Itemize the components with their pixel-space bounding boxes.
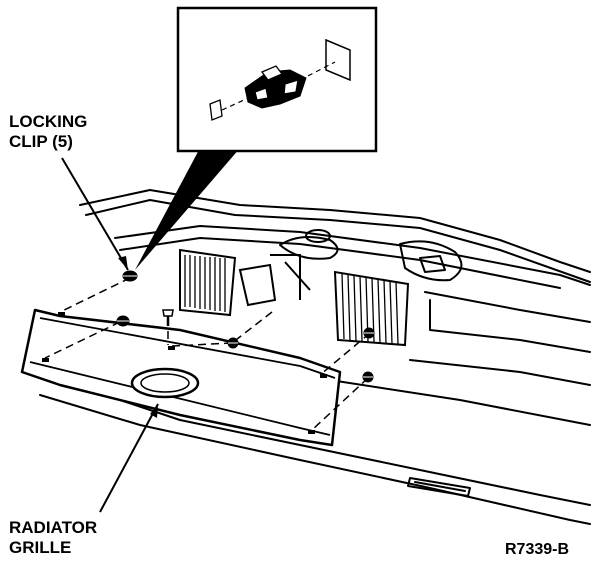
radiator-grille-panel <box>20 308 342 447</box>
label-leader-lines <box>61 157 159 513</box>
locking-clip-label-line2: CLIP (5) <box>9 132 73 151</box>
radiator-support-panels <box>179 248 410 347</box>
locking-clip-3 <box>227 337 239 349</box>
clip-detail-icon <box>244 65 307 109</box>
locking-clip-2 <box>116 315 130 327</box>
grille-clip-slots <box>42 312 327 434</box>
detail-inset-box <box>176 6 378 153</box>
radiator-grille-label-line1: RADIATOR <box>9 518 98 537</box>
radiator-grille-leader <box>99 403 159 513</box>
radiator-grille-label: RADIATOR GRILLE <box>9 518 97 558</box>
leader-arrowheads <box>118 256 158 418</box>
locking-clip-label: LOCKING CLIP (5) <box>9 112 87 152</box>
detail-callout-pointer <box>135 148 240 270</box>
locking-clip-4 <box>363 327 375 339</box>
radiator-grille-label-line2: GRILLE <box>9 538 72 557</box>
locking-clips <box>116 270 375 383</box>
locking-clip-label-line1: LOCKING <box>9 112 88 131</box>
center-screw <box>162 309 174 326</box>
locking-clip-5 <box>362 371 374 383</box>
locking-clip-1 <box>122 270 138 282</box>
figure-reference-code: R7339-B <box>505 541 570 558</box>
locking-clip-leader <box>61 157 129 271</box>
